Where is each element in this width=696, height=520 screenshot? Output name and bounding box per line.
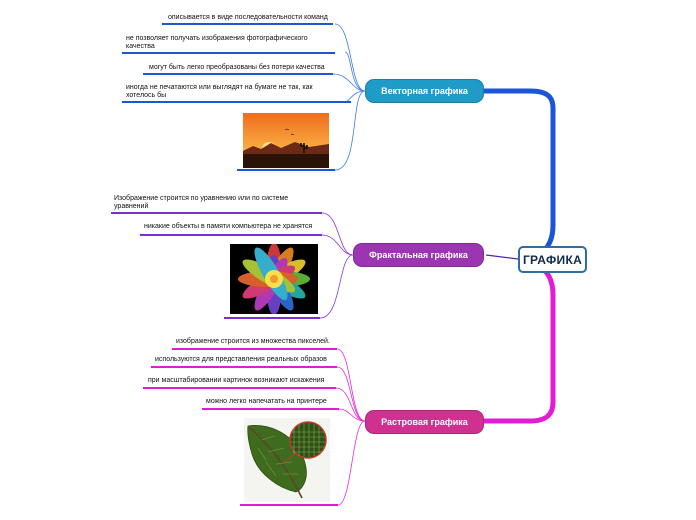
branch-vector-graphics[interactable]: Векторная графика xyxy=(365,79,484,103)
leaf-vector-2[interactable]: не позволяет получать изображения фотогр… xyxy=(126,35,308,50)
branch-label: Векторная графика xyxy=(381,86,468,96)
leaf-raster-3[interactable]: при масштабировании картинок возникают и… xyxy=(148,377,325,384)
leaf-fractal-1[interactable]: Изображение строится по уравнению или по… xyxy=(114,195,289,210)
fractal-image[interactable] xyxy=(230,244,318,314)
leaf-vector-1[interactable]: описывается в виде последовательности ко… xyxy=(168,14,328,21)
leaf-vector-3[interactable]: могут быть легко преобразованы без потер… xyxy=(149,64,325,71)
branch-fractal-graphics[interactable]: Фрактальная графика xyxy=(353,243,484,267)
central-topic[interactable]: ГРАФИКА xyxy=(518,246,587,273)
branch-label: Растровая графика xyxy=(381,417,468,427)
branch-label: Фрактальная графика xyxy=(369,250,468,260)
leaf-raster-2[interactable]: используются для представления реальных … xyxy=(155,356,327,363)
leaf-image[interactable] xyxy=(244,418,330,502)
leaf-fractal-2[interactable]: никакие объекты в памяти компьютера не х… xyxy=(144,223,313,230)
branch-raster-graphics[interactable]: Растровая графика xyxy=(365,410,484,434)
sunset-image[interactable] xyxy=(243,113,329,168)
central-topic-label: ГРАФИКА xyxy=(522,252,583,267)
leaf-raster-4[interactable]: можно легко напечатать на принтере xyxy=(206,398,327,405)
leaf-raster-1[interactable]: изображение строится из множества пиксел… xyxy=(176,338,330,345)
leaf-vector-4[interactable]: иногда не печатаются или выглядят на бум… xyxy=(126,84,313,99)
